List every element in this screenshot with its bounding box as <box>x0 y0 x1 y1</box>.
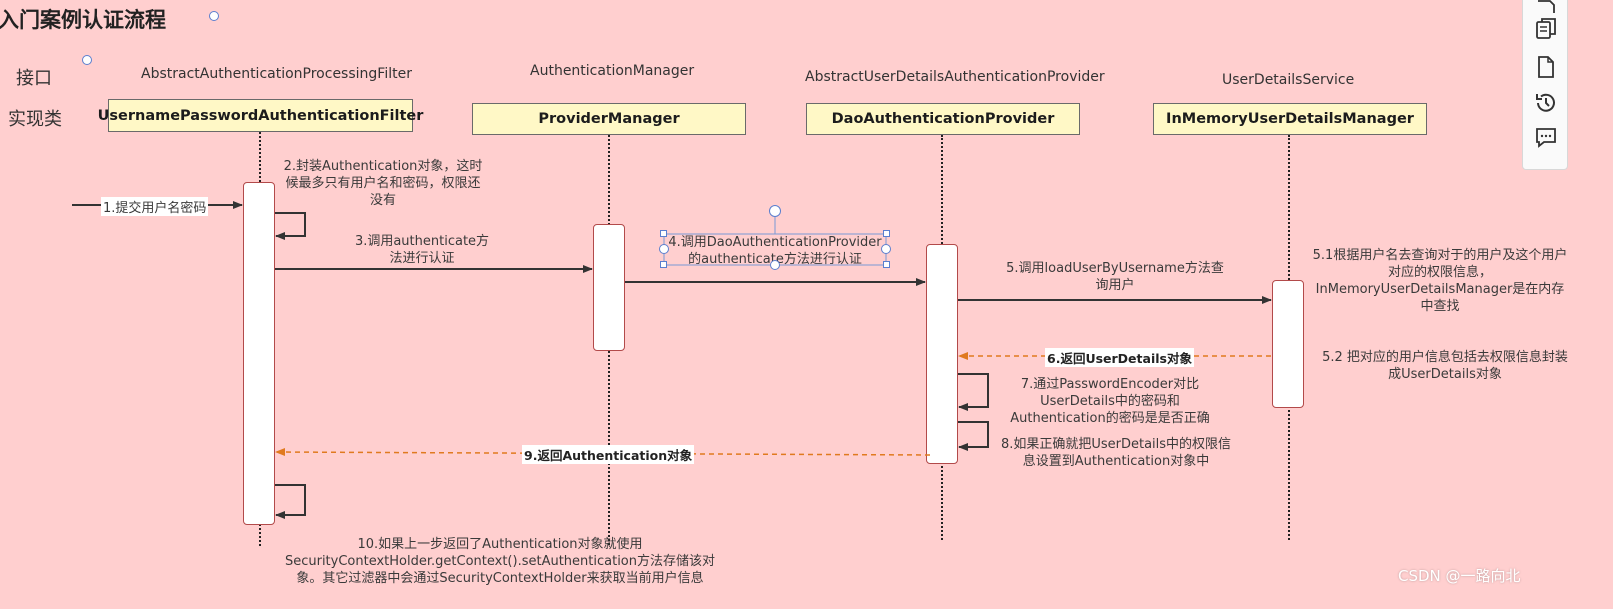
step-note-5-2: 5.2 把对应的用户信息包括去权限信息封装成UserDetails对象 <box>1322 350 1568 382</box>
selection-handle-icon[interactable] <box>209 11 219 21</box>
rotate-handle-icon[interactable] <box>769 205 781 217</box>
arrow-step7-self <box>958 373 989 411</box>
connector-handle-icon[interactable] <box>881 244 891 254</box>
step-label-6: 6.返回UserDetails对象 <box>1045 348 1194 367</box>
resize-handle-icon[interactable] <box>660 261 667 268</box>
step-note-2: 2.封装Authentication对象，这时候最多只有用户名和密码，权限还没有 <box>283 159 483 208</box>
class-box[interactable]: InMemoryUserDetailsManager <box>1153 103 1427 135</box>
arrow-step10-self <box>275 484 306 519</box>
interface-label: UserDetailsService <box>1222 72 1355 88</box>
export-icon[interactable] <box>1534 0 1558 23</box>
step-note-3: 3.调用authenticate方法进行认证 <box>354 234 490 266</box>
selection-handle-icon[interactable] <box>82 55 92 65</box>
step-note-5: 5.调用loadUserByUsername方法查询用户 <box>1006 261 1224 293</box>
interface-label: AbstractUserDetailsAuthenticationProvide… <box>805 69 1105 85</box>
page-icon[interactable] <box>1534 55 1558 79</box>
step-note-5-1: 5.1根据用户名去查询对于的用户及这个用户对应的权限信息，InMemoryUse… <box>1312 248 1568 314</box>
class-box[interactable]: UsernamePasswordAuthenticationFilter <box>98 99 423 132</box>
class-box[interactable]: ProviderManager <box>472 103 746 135</box>
activation-bar[interactable] <box>243 182 275 525</box>
connector-handle-icon[interactable] <box>659 244 669 254</box>
activation-bar[interactable] <box>1272 280 1304 408</box>
resize-handle-icon[interactable] <box>883 230 890 237</box>
step-label-9: 9.返回Authentication对象 <box>522 445 695 464</box>
interface-label: AbstractAuthenticationProcessingFilter <box>141 66 412 82</box>
resize-handle-icon[interactable] <box>883 261 890 268</box>
watermark: CSDN @一路向北 <box>1398 567 1521 585</box>
class-box[interactable]: DaoAuthenticationProvider <box>806 103 1080 135</box>
diagram-title: 入门案例认证流程 <box>0 8 166 32</box>
step-note-8: 8.如果正确就把UserDetails中的权限信息设置到Authenticati… <box>1000 437 1232 469</box>
side-toolbar <box>1522 0 1568 170</box>
activation-bar[interactable] <box>926 244 958 464</box>
arrow-step2-self <box>275 212 306 240</box>
step-label-1: 1.提交用户名密码 <box>101 197 209 216</box>
history-icon[interactable] <box>1534 91 1558 115</box>
interface-label: AuthenticationManager <box>530 63 695 79</box>
arrow-step8-self <box>958 421 989 451</box>
copy-icon[interactable] <box>1534 17 1558 41</box>
step-note-7: 7.通过PasswordEncoder对比UserDetails中的密码和Aut… <box>1010 377 1210 426</box>
row-label-impl: 实现类 <box>8 109 62 130</box>
step-note-4[interactable]: 4.调用DaoAuthenticationProvider的authentica… <box>668 235 882 267</box>
connector-handle-icon[interactable] <box>770 260 780 270</box>
row-label-interface: 接口 <box>16 68 52 89</box>
comment-icon[interactable] <box>1534 125 1558 149</box>
activation-bar[interactable] <box>593 224 625 351</box>
resize-handle-icon[interactable] <box>660 230 667 237</box>
step-note-10: 10.如果上一步返回了Authentication对象就使用SecurityCo… <box>284 537 716 586</box>
